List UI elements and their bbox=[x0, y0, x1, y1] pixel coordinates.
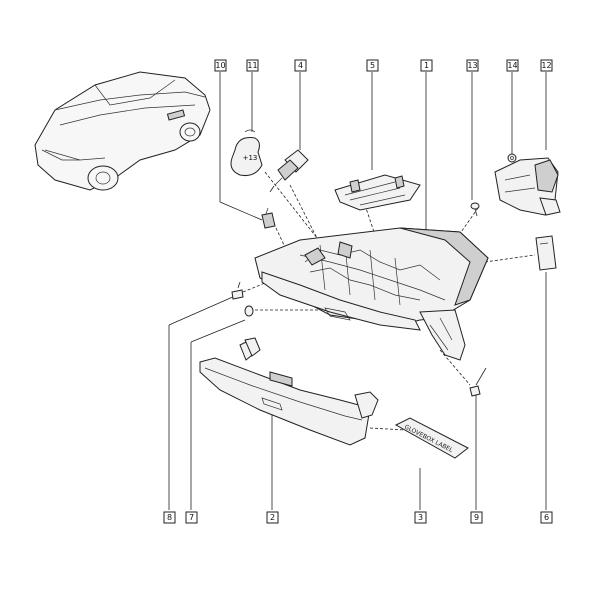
svg-text:1: 1 bbox=[424, 61, 429, 70]
callout-4: 4 bbox=[294, 59, 307, 72]
callout-9: 9 bbox=[470, 511, 483, 524]
callout-3: 3 bbox=[414, 511, 427, 524]
key-pouch: +13 bbox=[230, 129, 263, 176]
callout-12: 12 bbox=[540, 59, 553, 72]
screw-right bbox=[469, 367, 487, 397]
svg-text:9: 9 bbox=[474, 513, 479, 522]
svg-text:14: 14 bbox=[507, 61, 517, 70]
svg-text:4: 4 bbox=[298, 61, 303, 70]
svg-text:8: 8 bbox=[167, 513, 172, 522]
svg-text:2: 2 bbox=[270, 513, 275, 522]
callout-11: 11 bbox=[246, 59, 259, 72]
glovebox-housing bbox=[254, 227, 489, 361]
clip bbox=[244, 305, 254, 317]
side-cover bbox=[535, 235, 557, 271]
callout-5: 5 bbox=[366, 59, 379, 72]
callout-2: 2 bbox=[266, 511, 279, 524]
callout-13: 13 bbox=[466, 59, 479, 72]
label-plate: GLOVEBOX LABEL bbox=[394, 417, 469, 459]
svg-text:7: 7 bbox=[189, 513, 194, 522]
fastener-clip bbox=[261, 207, 276, 229]
lock-barrel bbox=[269, 149, 309, 193]
glovebox-lid bbox=[199, 337, 379, 446]
callout-8: 8 bbox=[163, 511, 176, 524]
callout-1: 1 bbox=[420, 59, 433, 72]
svg-text:10: 10 bbox=[215, 61, 225, 70]
screw-left bbox=[231, 281, 244, 300]
hinge-bracket bbox=[334, 174, 421, 211]
glovebox-location-marker bbox=[166, 109, 186, 121]
lock-mechanism bbox=[494, 157, 561, 216]
callout-10: 10 bbox=[214, 59, 227, 72]
svg-text:5: 5 bbox=[370, 61, 375, 70]
svg-text:11: 11 bbox=[247, 61, 257, 70]
svg-text:3: 3 bbox=[418, 513, 423, 522]
callout-14: 14 bbox=[506, 59, 519, 72]
screw-13 bbox=[470, 202, 480, 217]
callout-6: 6 bbox=[540, 511, 553, 524]
pouch-text: +13 bbox=[243, 154, 258, 162]
svg-text:6: 6 bbox=[544, 513, 549, 522]
leader-lines bbox=[168, 72, 547, 510]
nut-14 bbox=[507, 153, 517, 163]
svg-text:12: 12 bbox=[541, 61, 551, 70]
callout-7: 7 bbox=[185, 511, 198, 524]
car-location-illustration bbox=[34, 71, 211, 191]
svg-text:13: 13 bbox=[467, 61, 477, 70]
